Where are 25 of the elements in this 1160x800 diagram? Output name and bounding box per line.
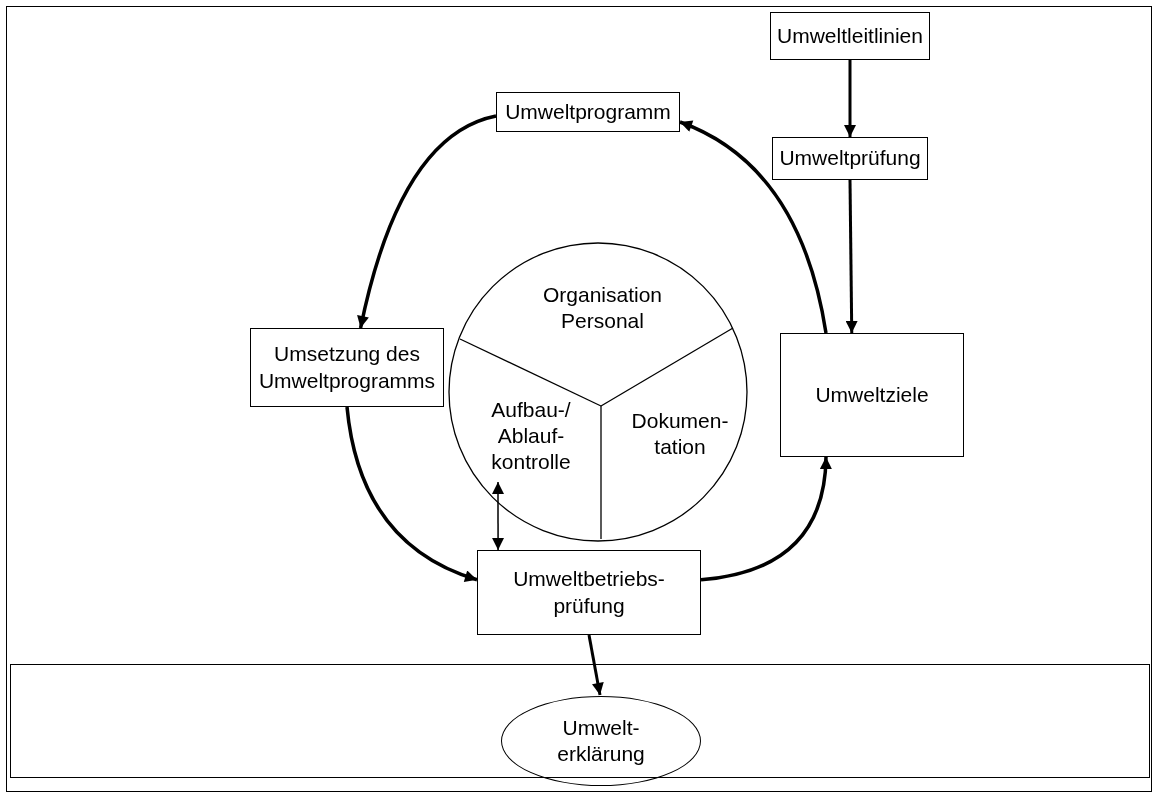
process-box bbox=[772, 137, 928, 180]
arrow bbox=[357, 114, 497, 329]
node-label: Umweltprüfung bbox=[779, 145, 921, 172]
arrow bbox=[844, 60, 856, 137]
node-label: Umweltleitlinien bbox=[777, 22, 923, 49]
node-label: Aufbau-/ Ablauf- kontrolle bbox=[490, 396, 572, 476]
node-label: Umweltziele bbox=[815, 381, 929, 408]
node-label: Umsetzung des Umweltprogramms bbox=[257, 341, 437, 394]
node-label: Umweltprogramm bbox=[505, 98, 671, 125]
arrow bbox=[845, 180, 858, 333]
node-label: Umwelt- erklärung bbox=[556, 714, 646, 767]
process-box bbox=[250, 328, 444, 407]
circle-diagram bbox=[448, 242, 748, 542]
process-box bbox=[496, 92, 680, 132]
arrow bbox=[345, 406, 478, 582]
node-label: Umweltbetriebs- prüfung bbox=[512, 566, 666, 619]
arrow bbox=[700, 456, 832, 582]
node-label: Organisation Personal bbox=[541, 281, 664, 334]
node-label: Dokumen- tation bbox=[630, 407, 730, 460]
process-box bbox=[770, 12, 930, 60]
process-box bbox=[780, 333, 964, 457]
process-box bbox=[477, 550, 701, 635]
arrow bbox=[587, 634, 604, 696]
arrow bbox=[492, 481, 505, 551]
arrow bbox=[679, 120, 828, 334]
